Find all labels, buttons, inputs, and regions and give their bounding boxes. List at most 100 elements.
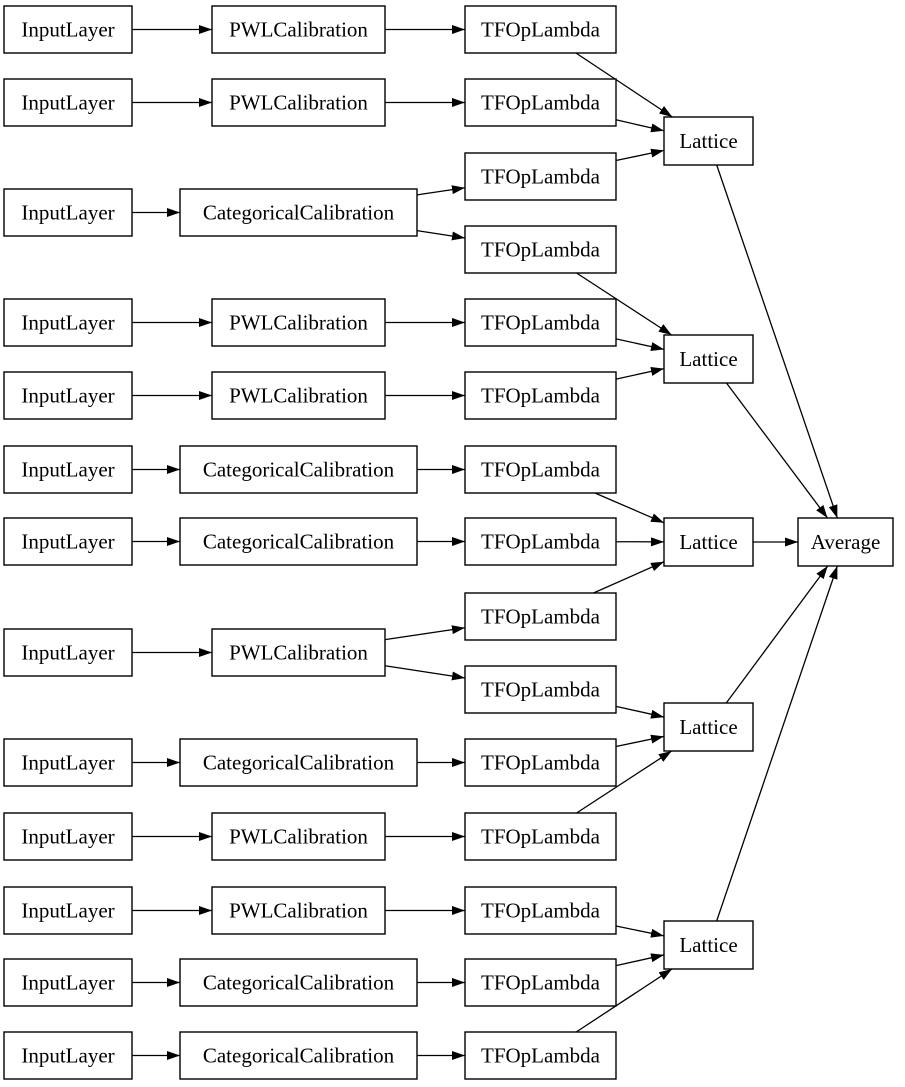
node-box <box>3 188 133 237</box>
node-label: Lattice <box>679 129 737 153</box>
node-i11: InputLayer <box>3 886 133 935</box>
node-box <box>464 517 617 566</box>
node-label: TFOpLambda <box>481 899 601 923</box>
node-box <box>211 5 386 54</box>
node-label: CategoricalCalibration <box>203 751 395 775</box>
node-box <box>3 371 133 420</box>
node-label: PWLCalibration <box>229 311 368 335</box>
node-label: CategoricalCalibration <box>203 201 395 225</box>
node-label: TFOpLambda <box>481 1044 601 1068</box>
node-box <box>663 517 754 567</box>
node-label: InputLayer <box>21 641 114 665</box>
node-box <box>3 1031 133 1080</box>
node-box <box>3 517 133 566</box>
node-box <box>3 5 133 54</box>
edge-t4-l2 <box>576 272 673 336</box>
node-box <box>3 812 133 861</box>
edge-t3-l1 <box>615 148 665 162</box>
node-i2: InputLayer <box>3 78 133 127</box>
edge-t12-l4 <box>576 750 673 814</box>
edge-l1-avg <box>716 164 838 519</box>
node-label: InputLayer <box>21 825 114 849</box>
node-i1: InputLayer <box>3 5 133 54</box>
node-c1: PWLCalibration <box>211 5 386 54</box>
node-i5: InputLayer <box>3 371 133 420</box>
node-c4: PWLCalibration <box>211 298 386 347</box>
edge-t9-l3 <box>593 561 665 594</box>
node-label: InputLayer <box>21 458 114 482</box>
node-label: InputLayer <box>21 201 114 225</box>
node-box <box>179 958 418 1007</box>
node-avg: Average <box>797 517 894 567</box>
edge-layer <box>132 25 838 1060</box>
node-box <box>211 812 386 861</box>
node-label: TFOpLambda <box>481 311 601 335</box>
node-t4: TFOpLambda <box>464 225 617 274</box>
node-label: PWLCalibration <box>229 91 368 115</box>
node-label: CategoricalCalibration <box>203 1044 395 1068</box>
node-box <box>464 225 617 274</box>
node-label: Lattice <box>679 347 737 371</box>
node-box <box>179 738 418 787</box>
node-box <box>464 738 617 787</box>
node-box <box>3 958 133 1007</box>
node-label: TFOpLambda <box>481 605 601 629</box>
node-i8: InputLayer <box>3 628 133 677</box>
node-c3: CategoricalCalibration <box>179 188 418 237</box>
edge-l2-avg <box>725 382 829 519</box>
edge-t7-l3 <box>594 492 665 524</box>
node-i4: InputLayer <box>3 298 133 347</box>
node-label: TFOpLambda <box>481 751 601 775</box>
node-c13: CategoricalCalibration <box>179 1031 418 1080</box>
node-c11: PWLCalibration <box>211 886 386 935</box>
node-t6: TFOpLambda <box>464 371 617 420</box>
node-label: InputLayer <box>21 530 114 554</box>
node-l1: Lattice <box>663 116 754 166</box>
node-box <box>211 628 386 677</box>
node-box <box>179 1031 418 1080</box>
node-i3: InputLayer <box>3 188 133 237</box>
node-label: TFOpLambda <box>481 530 601 554</box>
node-label: CategoricalCalibration <box>203 971 395 995</box>
node-t1: TFOpLambda <box>464 5 617 54</box>
edge-c8-t9 <box>384 625 466 641</box>
node-box <box>464 1031 617 1080</box>
node-c6: CategoricalCalibration <box>179 445 418 494</box>
node-i6: InputLayer <box>3 445 133 494</box>
node-box <box>179 445 418 494</box>
node-box <box>464 152 617 201</box>
node-box <box>663 116 754 166</box>
node-c2: PWLCalibration <box>211 78 386 127</box>
node-label: TFOpLambda <box>481 238 601 262</box>
node-box <box>3 738 133 787</box>
node-t9: TFOpLambda <box>464 592 617 641</box>
edge-c3-t3 <box>416 185 466 196</box>
edge-t1-l1 <box>575 52 673 118</box>
edge-t11-l4 <box>615 734 665 748</box>
node-box <box>3 298 133 347</box>
node-label: TFOpLambda <box>481 18 601 42</box>
node-box <box>211 78 386 127</box>
node-label: InputLayer <box>21 311 114 335</box>
node-box <box>464 812 617 861</box>
node-label: Average <box>811 530 881 554</box>
node-label: Lattice <box>679 933 737 957</box>
node-t12: TFOpLambda <box>464 812 617 861</box>
node-label: PWLCalibration <box>229 825 368 849</box>
node-label: CategoricalCalibration <box>203 458 395 482</box>
node-c8: PWLCalibration <box>211 628 386 677</box>
node-t14: TFOpLambda <box>464 958 617 1007</box>
node-box <box>211 371 386 420</box>
node-label: PWLCalibration <box>229 899 368 923</box>
node-box <box>3 886 133 935</box>
node-t10: TFOpLambda <box>464 665 617 714</box>
edge-t14-l5 <box>615 953 665 967</box>
node-box <box>464 592 617 641</box>
node-label: InputLayer <box>21 1044 114 1068</box>
node-label: TFOpLambda <box>481 91 601 115</box>
node-box <box>797 517 894 567</box>
node-box <box>464 665 617 714</box>
node-l5: Lattice <box>663 920 754 970</box>
